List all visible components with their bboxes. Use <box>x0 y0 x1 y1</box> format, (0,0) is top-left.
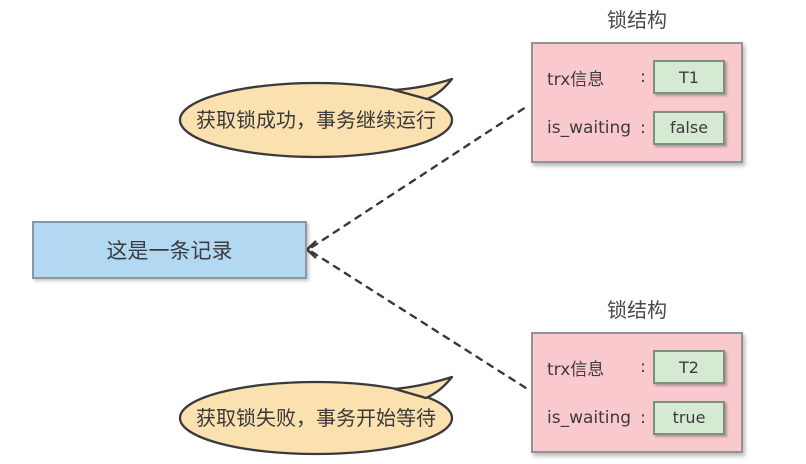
bubble-text-success: 获取锁成功，事务继续运行 <box>196 108 436 132</box>
speech-bubble-success <box>178 77 454 159</box>
is-waiting-value-box: true <box>653 400 725 435</box>
dashed-connector-to-bottom-lock <box>310 250 531 392</box>
lock-row-trx: trx信息 : T2 <box>547 350 741 385</box>
trx-info-label: trx信息 <box>547 359 605 380</box>
arrowhead-icon <box>305 240 317 259</box>
colon-separator: : <box>640 67 646 88</box>
dashed-connector-to-top-lock <box>310 103 531 249</box>
colon-separator: : <box>640 407 646 428</box>
colon-separator: : <box>640 117 646 138</box>
is-waiting-label: is_waiting <box>547 117 632 138</box>
lock-row-is-waiting: is_waiting : false <box>547 110 741 145</box>
bubble-tail <box>393 375 454 400</box>
lock-row-is-waiting: is_waiting : true <box>547 400 741 435</box>
trx-value-box: T1 <box>653 60 725 95</box>
bubble-ellipse <box>178 81 454 159</box>
is-waiting-value-box: false <box>653 110 725 145</box>
speech-bubble-fail <box>178 375 454 456</box>
bubble-text-fail: 获取锁失败，事务开始等待 <box>196 406 436 430</box>
record-label: 这是一条记录 <box>106 239 233 263</box>
lock-box-bottom: trx信息 : T2 is_waiting : true <box>531 332 743 453</box>
lock-title-top: 锁结构 <box>607 8 667 32</box>
trx-value-box: T2 <box>653 350 725 385</box>
lock-box-top: trx信息 : T1 is_waiting : false <box>531 42 743 163</box>
is-waiting-label: is_waiting <box>547 407 632 428</box>
lock-row-trx: trx信息 : T1 <box>547 60 741 95</box>
bubble-tail <box>392 77 454 101</box>
bubble-ellipse <box>178 380 454 456</box>
trx-info-label: trx信息 <box>547 69 605 90</box>
colon-separator: : <box>640 357 646 378</box>
lock-title-bottom: 锁结构 <box>607 298 667 322</box>
record-box: 这是一条记录 <box>32 221 307 279</box>
